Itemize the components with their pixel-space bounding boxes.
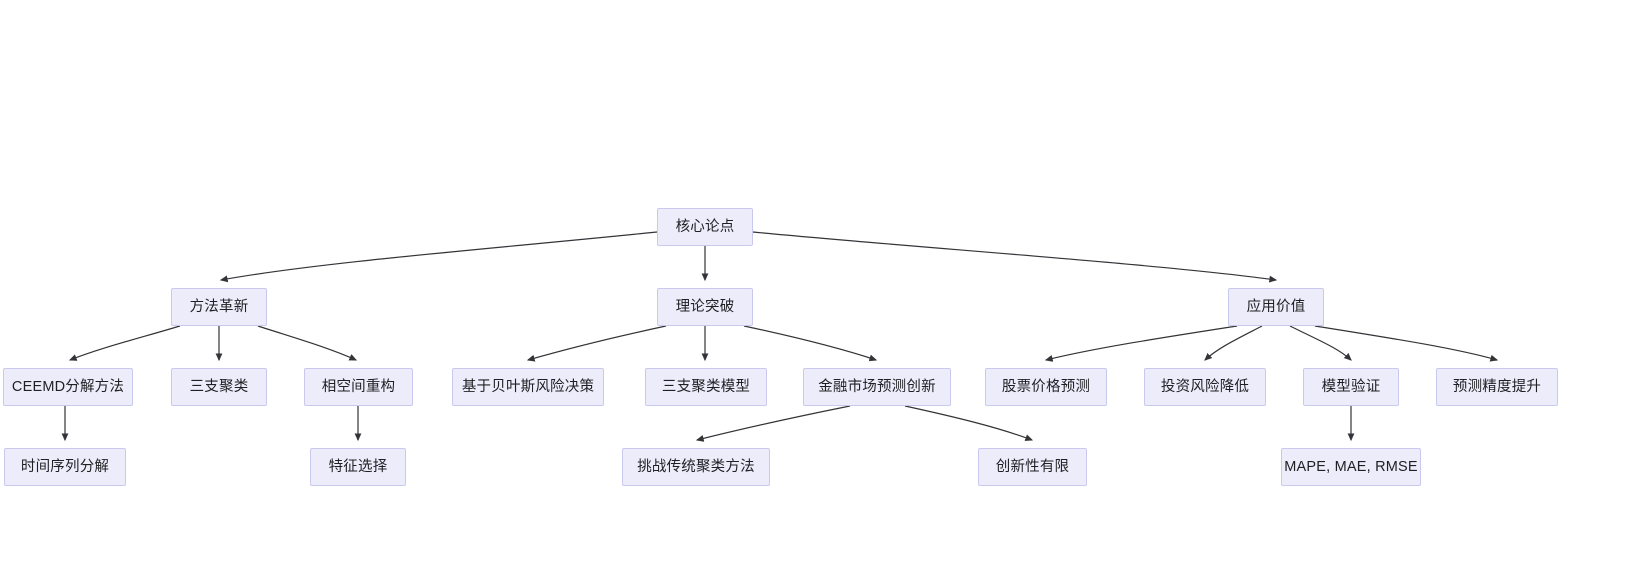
node-b3[interactable]: 应用价值 bbox=[1228, 288, 1324, 326]
node-label: 投资风险降低 bbox=[1160, 378, 1250, 395]
node-label: CEEMD分解方法 bbox=[11, 378, 125, 395]
node-d4[interactable]: 创新性有限 bbox=[978, 448, 1087, 486]
node-c2[interactable]: 三支聚类 bbox=[171, 368, 267, 406]
node-d2[interactable]: 特征选择 bbox=[310, 448, 406, 486]
node-label: 核心论点 bbox=[675, 218, 735, 235]
edge-b3-to-c7 bbox=[1046, 325, 1238, 360]
node-c3[interactable]: 相空间重构 bbox=[304, 368, 413, 406]
edge-b1-to-c1 bbox=[70, 325, 181, 360]
edge-b3-to-c8 bbox=[1205, 325, 1263, 360]
node-d1[interactable]: 时间序列分解 bbox=[4, 448, 126, 486]
edge-group bbox=[65, 231, 1497, 440]
node-c10[interactable]: 预测精度提升 bbox=[1436, 368, 1558, 406]
node-label: 三支聚类 bbox=[189, 378, 249, 395]
node-label: 股票价格预测 bbox=[1001, 378, 1091, 395]
node-label: 金融市场预测创新 bbox=[818, 378, 936, 395]
node-c7[interactable]: 股票价格预测 bbox=[985, 368, 1107, 406]
edge-b2-to-c4 bbox=[528, 325, 667, 360]
node-label: 理论突破 bbox=[675, 298, 735, 315]
node-label: 特征选择 bbox=[328, 458, 388, 475]
node-b1[interactable]: 方法革新 bbox=[171, 288, 267, 326]
node-d5[interactable]: MAPE, MAE, RMSE bbox=[1281, 448, 1421, 486]
node-c4[interactable]: 基于贝叶斯风险决策 bbox=[452, 368, 604, 406]
node-d3[interactable]: 挑战传统聚类方法 bbox=[622, 448, 770, 486]
node-label: 相空间重构 bbox=[321, 378, 396, 395]
node-label: 基于贝叶斯风险决策 bbox=[461, 378, 595, 395]
node-label: MAPE, MAE, RMSE bbox=[1284, 458, 1418, 475]
node-label: 挑战传统聚类方法 bbox=[637, 458, 755, 475]
node-root[interactable]: 核心论点 bbox=[657, 208, 753, 246]
edge-b1-to-c3 bbox=[257, 325, 356, 361]
edge-b3-to-c9 bbox=[1289, 325, 1351, 360]
node-label: 三支聚类模型 bbox=[661, 378, 751, 395]
node-label: 方法革新 bbox=[189, 298, 249, 315]
edge-root-to-b1 bbox=[221, 231, 658, 280]
node-c6[interactable]: 金融市场预测创新 bbox=[803, 368, 951, 406]
edge-root-to-b3 bbox=[752, 231, 1276, 280]
node-label: 创新性有限 bbox=[995, 458, 1070, 475]
node-c5[interactable]: 三支聚类模型 bbox=[645, 368, 767, 406]
node-b2[interactable]: 理论突破 bbox=[657, 288, 753, 326]
edge-c6-to-d4 bbox=[904, 405, 1032, 440]
node-label: 模型验证 bbox=[1321, 378, 1381, 395]
node-label: 应用价值 bbox=[1246, 298, 1306, 315]
edge-b2-to-c6 bbox=[743, 325, 876, 360]
node-c1[interactable]: CEEMD分解方法 bbox=[3, 368, 133, 406]
node-label: 预测精度提升 bbox=[1452, 378, 1542, 395]
edge-b3-to-c10 bbox=[1314, 325, 1497, 360]
edge-c6-to-d3 bbox=[697, 405, 851, 440]
node-c9[interactable]: 模型验证 bbox=[1303, 368, 1399, 406]
node-c8[interactable]: 投资风险降低 bbox=[1144, 368, 1266, 406]
node-label: 时间序列分解 bbox=[20, 458, 110, 475]
